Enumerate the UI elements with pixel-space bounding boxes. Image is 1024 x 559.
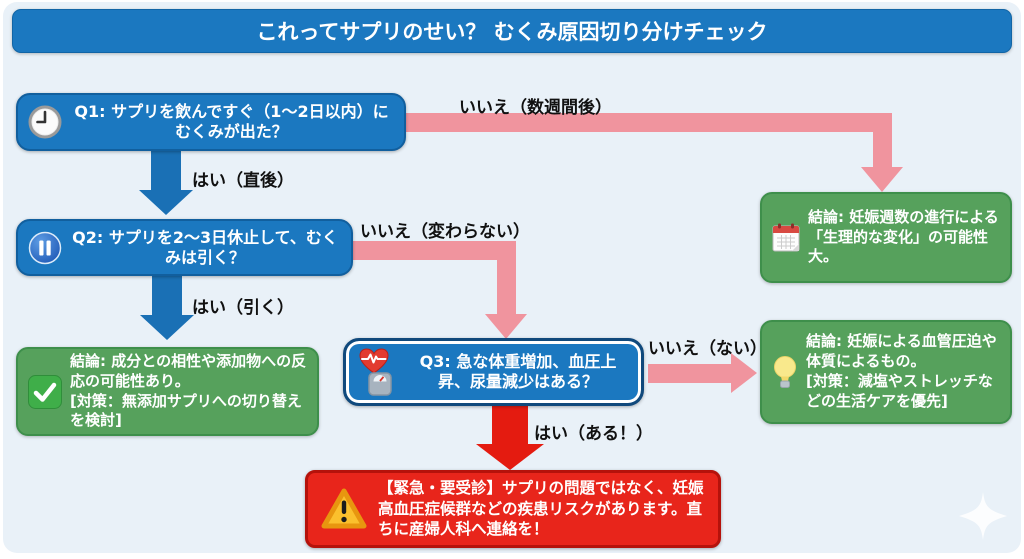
arrow-q3-no-head [731,353,757,393]
scale-icon [367,371,393,401]
question-node-q3: Q3: 急な体重増加、血圧上昇、尿量減少はある？ [343,338,644,406]
title-bar: これってサプリのせい？ むくみ原因切り分けチェック [12,9,1012,53]
question-node-q2: Q2: サプリを2〜3日休止して、むくみは引く？ [16,219,353,276]
label-q3-no: いいえ（ない） [648,339,767,359]
conclusion-emergency: 【緊急・要受診】サプリの問題ではなく、妊娠高血圧症候群などの疾患リスクがあります… [305,470,721,548]
label-q2-no: いいえ（変わらない） [360,222,530,242]
arrow-q2-no-head [485,314,527,339]
label-q3-yes: はい（ある！） [534,424,653,444]
conclusion-physiological-text: 結論: 妊娠週数の進行による「生理的な変化」の可能性大。 [808,207,999,266]
sparkle-icon [957,490,1009,546]
arrow-q1-no-head [861,167,903,192]
heart-ecg-icon [358,347,390,379]
arrow-q1-no-vbar [873,113,892,169]
label-q1-no: いいえ（数週間後） [459,98,612,118]
label-q1-yes: はい（直後） [192,171,294,191]
clock-icon [28,105,62,139]
conclusion-lifestyle: 結論: 妊娠による血管圧迫や体質によるもの。 [対策：減塩やストレッチなどの生活… [760,320,1012,424]
arrow-q3-yes-bar [492,404,528,446]
arrow-q2-yes-head [140,315,194,340]
question-q3-text: Q3: 急な体重増加、血圧上昇、尿量減少はある？ [419,352,617,391]
arrow-q3-no-bar [648,364,731,383]
arrow-q3-yes-head [476,444,544,470]
arrow-q1-no-hbar [404,113,892,132]
label-q2-yes: はい（引く） [192,298,294,318]
conclusion-additives: 結論: 成分との相性や添加物への反応の可能性あり。 [対策：無添加サプリへの切り… [16,347,319,436]
check-icon [27,374,63,410]
lightbulb-icon [771,354,799,390]
question-q1-text: Q1: サプリを飲んですぐ（1〜2日以内）にむくみが出た？ [74,102,389,141]
conclusion-lifestyle-text: 結論: 妊娠による血管圧迫や体質によるもの。 [対策：減塩やストレッチなどの生活… [806,332,997,410]
conclusion-emergency-text: 【緊急・要受診】サプリの問題ではなく、妊娠高血圧症候群などの疾患リスクがあります… [378,478,704,539]
question-node-q1: Q1: サプリを飲んですぐ（1〜2日以内）にむくみが出た？ [16,93,406,151]
arrow-q2-yes-bar [152,274,182,316]
page-title: これってサプリのせい？ むくみ原因切り分けチェック [256,20,768,44]
warning-icon [320,487,368,531]
calendar-icon [771,222,801,254]
arrow-q1-yes-bar [151,149,181,191]
arrow-q2-no-vbar [497,241,516,316]
conclusion-physiological: 結論: 妊娠週数の進行による「生理的な変化」の可能性大。 [760,192,1012,283]
question-q2-text: Q2: サプリを2〜3日休止して、むくみは引く？ [72,227,338,267]
pause-icon [28,231,62,265]
conclusion-additives-text: 結論: 成分との相性や添加物への反応の可能性あり。 [対策：無添加サプリへの切り… [70,351,307,430]
q3-icon-stack [358,347,400,397]
arrow-q1-yes-head [139,190,193,215]
arrow-q2-no-hbar [351,241,516,260]
